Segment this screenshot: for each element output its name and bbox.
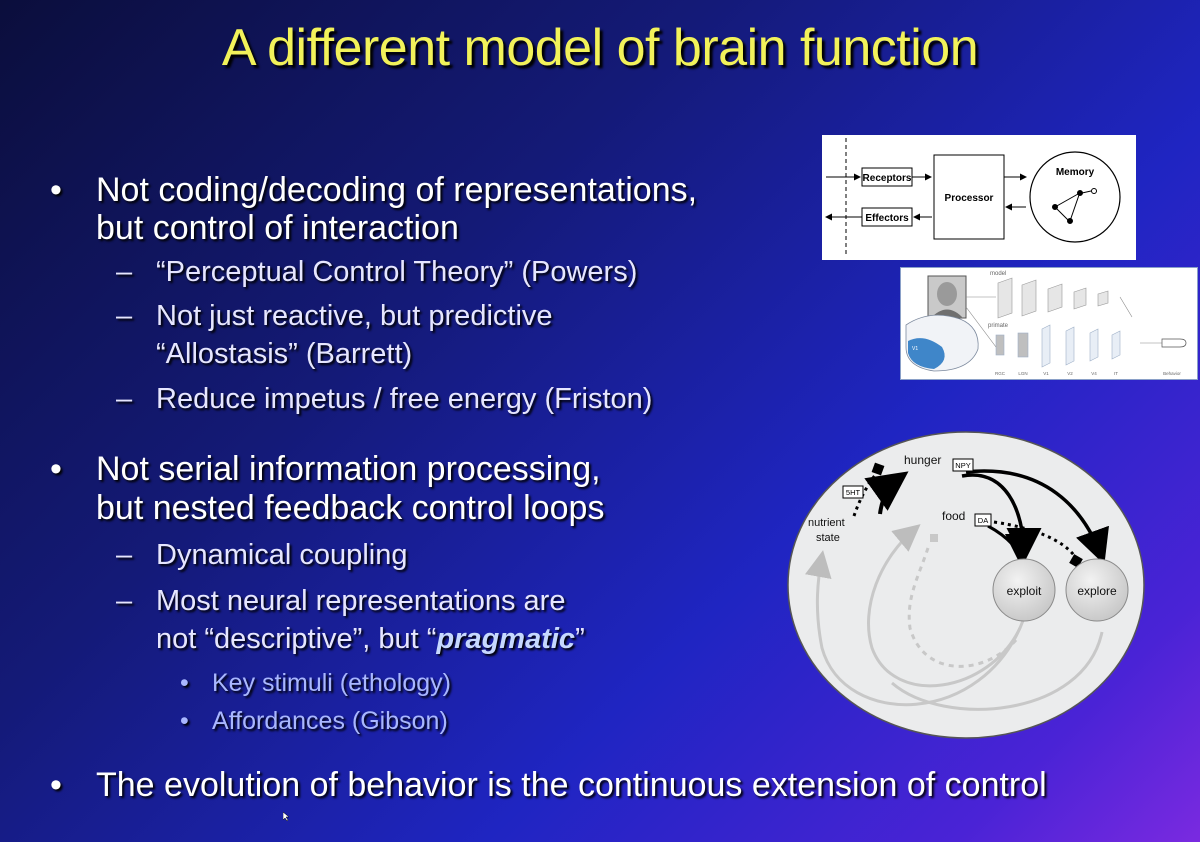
mouse-cursor-icon	[283, 812, 289, 821]
npy-label: NPY	[955, 461, 970, 470]
nutrient-label-line-2: state	[816, 532, 840, 544]
receptors-label: Receptors	[863, 173, 912, 184]
explore-label: explore	[1077, 584, 1117, 598]
5ht-dotted-arrow	[852, 470, 880, 517]
slide-title: A different model of brain function	[221, 19, 979, 77]
primate-label: primate	[988, 323, 1009, 329]
5ht-label: 5HT	[846, 488, 861, 497]
outer-gray-loop	[804, 550, 1026, 707]
computer-model-diagram: Receptors Effectors Processor Memory	[822, 135, 1136, 260]
npy-to-explore-arrow	[965, 469, 1109, 565]
bullet-marker: •	[50, 450, 62, 488]
hunger-label: hunger	[904, 453, 941, 467]
middle-gray-loop	[867, 524, 1022, 688]
connection-arrows	[965, 296, 1162, 348]
processor-box	[933, 154, 1005, 240]
svg-text:LGN: LGN	[1018, 371, 1027, 376]
memory-circle	[1029, 151, 1121, 243]
npy-box	[952, 458, 974, 472]
model-vs-primate-figure: model primate V1 RGC LGN V1 V2 V4 IT Beh…	[900, 267, 1198, 380]
processor-label: Processor	[945, 193, 994, 204]
dash-marker: –	[116, 300, 133, 332]
bullet-marker: •	[50, 171, 62, 209]
dash-marker: –	[116, 256, 133, 288]
memory-label: Memory	[1056, 167, 1095, 178]
nutrient-label-line-1: nutrient	[808, 517, 845, 529]
svg-text:V2: V2	[1067, 371, 1073, 376]
da-label: DA	[978, 516, 988, 525]
bullet-marker: •	[50, 766, 62, 804]
nested-loops-diagram: exploit explore hunger food nutrient sta…	[787, 431, 1145, 739]
v1-label: V1	[912, 346, 918, 352]
axis-labels: RGC LGN V1 V2 V4 IT Behavior	[995, 371, 1181, 376]
inner-gray-dotted-loop	[907, 547, 1018, 668]
explore-node	[1065, 558, 1129, 622]
exploit-label: exploit	[1007, 584, 1042, 598]
hand-icon	[1161, 338, 1187, 348]
effectors-label: Effectors	[865, 213, 909, 224]
food-to-exploit-arrow	[987, 524, 1035, 564]
model-label: model	[990, 271, 1006, 277]
pragmatic-emphasis: pragmatic	[436, 623, 576, 655]
svg-text:Behavior: Behavior	[1163, 371, 1181, 376]
5ht-box	[842, 485, 864, 499]
small-bullet-marker: •	[180, 707, 189, 735]
small-bullet-marker: •	[180, 669, 189, 697]
dash-marker: –	[116, 539, 133, 571]
svg-text:V1: V1	[1043, 371, 1049, 376]
exploit-node	[992, 558, 1056, 622]
da-dotted-arrow	[993, 520, 1078, 559]
memory-graph-icon	[1052, 188, 1097, 224]
svg-text:IT: IT	[1114, 371, 1118, 376]
portrait-image	[927, 275, 967, 319]
dash-marker: –	[116, 383, 133, 415]
da-box	[974, 513, 992, 527]
hunger-arrow	[864, 471, 909, 515]
model-layers	[997, 277, 1109, 319]
brain-image: V1	[905, 314, 979, 372]
svg-text:V4: V4	[1091, 371, 1097, 376]
food-label: food	[942, 509, 965, 523]
5ht-square-marker	[871, 462, 885, 476]
dash-marker: –	[116, 585, 133, 617]
svg-text:RGC: RGC	[995, 371, 1006, 376]
explore-gray-loop	[891, 631, 1104, 711]
gray-square-marker	[930, 534, 938, 542]
primate-layers	[995, 324, 1121, 368]
